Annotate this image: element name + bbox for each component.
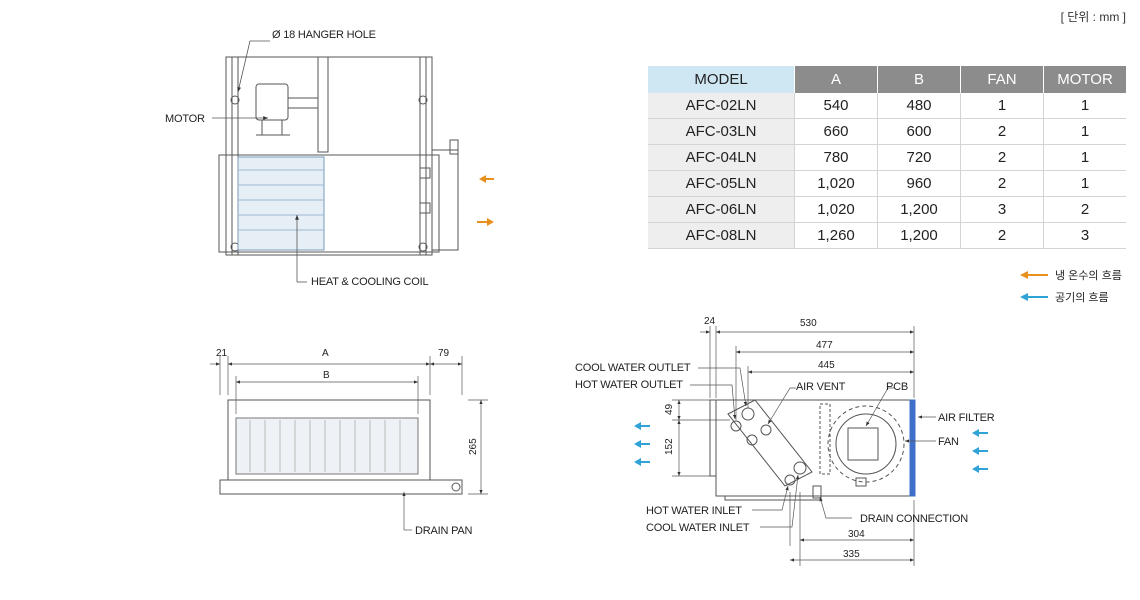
air-flow-arrows-left bbox=[634, 422, 650, 466]
table-row: AFC-06LN 1,020 1,200 3 2 bbox=[648, 196, 1126, 223]
cell-motor: 1 bbox=[1043, 118, 1126, 145]
dim-445: 445 bbox=[818, 360, 835, 371]
cell-fan: 2 bbox=[960, 118, 1044, 145]
dim-height: 265 bbox=[468, 438, 479, 455]
side-dimension-lines bbox=[672, 326, 936, 566]
dim-530: 530 bbox=[800, 318, 817, 329]
cell-fan: 2 bbox=[960, 144, 1044, 171]
cell-a: 1,260 bbox=[794, 222, 878, 249]
cell-model: AFC-04LN bbox=[648, 144, 795, 171]
drain-pan-icon bbox=[219, 479, 463, 495]
cell-b: 600 bbox=[877, 118, 961, 145]
cell-motor: 2 bbox=[1043, 196, 1126, 223]
header-model: MODEL bbox=[648, 66, 795, 93]
cell-b: 960 bbox=[877, 170, 961, 197]
cool-water-inlet-label: COOL WATER INLET bbox=[646, 522, 750, 534]
header-a: A bbox=[794, 66, 878, 93]
table-row: AFC-02LN 540 480 1 1 bbox=[648, 93, 1126, 119]
legend-water-label: 냉 온수의 흐름 bbox=[1055, 269, 1122, 282]
cell-b: 480 bbox=[877, 93, 961, 119]
motor-label: MOTOR bbox=[165, 113, 205, 125]
cell-model: AFC-08LN bbox=[648, 222, 795, 249]
cell-fan: 2 bbox=[960, 222, 1044, 249]
front-view bbox=[219, 399, 463, 495]
side-view-casing bbox=[715, 399, 915, 497]
cool-water-inlet-icon bbox=[793, 461, 807, 475]
table-row: AFC-04LN 780 720 2 1 bbox=[648, 144, 1126, 171]
fan-icon bbox=[827, 405, 905, 483]
hanger-hole-icon bbox=[230, 95, 240, 105]
coil-icon bbox=[237, 156, 325, 251]
dim-335: 335 bbox=[843, 549, 860, 560]
water-flow-arrows bbox=[477, 175, 494, 226]
cell-motor: 1 bbox=[1043, 144, 1126, 171]
table-row: AFC-08LN 1,260 1,200 2 3 bbox=[648, 222, 1126, 249]
cell-fan: 3 bbox=[960, 196, 1044, 223]
air-vent-label: AIR VENT bbox=[796, 381, 846, 393]
dim-right: 79 bbox=[438, 348, 450, 359]
spec-table: MODEL A B FAN MOTOR AFC-02LN 540 480 1 1… bbox=[648, 66, 1126, 249]
cell-a: 1,020 bbox=[794, 196, 878, 223]
front-coil-icon bbox=[235, 417, 419, 475]
hot-water-inlet-label: HOT WATER INLET bbox=[646, 505, 742, 517]
coil-slant-icon bbox=[727, 399, 813, 487]
cell-model: AFC-02LN bbox=[648, 93, 795, 119]
cell-a: 780 bbox=[794, 144, 878, 171]
dim-304: 304 bbox=[848, 529, 865, 540]
cell-a: 660 bbox=[794, 118, 878, 145]
cell-a: 540 bbox=[794, 93, 878, 119]
front-dimension-lines bbox=[210, 356, 488, 531]
legend: 냉 온수의 흐름 공기의 흐름 bbox=[1020, 269, 1122, 304]
cell-fan: 2 bbox=[960, 170, 1044, 197]
cell-fan: 1 bbox=[960, 93, 1044, 119]
cell-model: AFC-06LN bbox=[648, 196, 795, 223]
legend-air-label: 공기의 흐름 bbox=[1055, 291, 1109, 304]
cell-a: 1,020 bbox=[794, 170, 878, 197]
top-view bbox=[218, 56, 459, 256]
side-view bbox=[709, 399, 916, 501]
header-fan: FAN bbox=[960, 66, 1044, 93]
dim-left: 21 bbox=[216, 348, 228, 359]
header-motor: MOTOR bbox=[1043, 66, 1126, 93]
dim-477: 477 bbox=[816, 340, 833, 351]
table-row: AFC-03LN 660 600 2 1 bbox=[648, 118, 1126, 145]
cool-water-outlet-label: COOL WATER OUTLET bbox=[575, 362, 691, 374]
fan-label: FAN bbox=[938, 436, 959, 448]
hot-water-outlet-label: HOT WATER OUTLET bbox=[575, 379, 683, 391]
pcb-icon bbox=[847, 427, 879, 461]
cell-model: AFC-05LN bbox=[648, 170, 795, 197]
dim-b: B bbox=[323, 370, 330, 381]
dim-152: 152 bbox=[664, 438, 675, 455]
cell-b: 1,200 bbox=[877, 196, 961, 223]
hot-water-inlet-icon bbox=[784, 474, 796, 486]
unit-label: [ 단위 : mm ] bbox=[1060, 10, 1126, 24]
drain-connection-label: DRAIN CONNECTION bbox=[860, 513, 968, 525]
coil-label: HEAT & COOLING COIL bbox=[311, 276, 429, 288]
cell-b: 720 bbox=[877, 144, 961, 171]
table-row: AFC-05LN 1,020 960 2 1 bbox=[648, 170, 1126, 197]
cell-motor: 3 bbox=[1043, 222, 1126, 249]
cell-motor: 1 bbox=[1043, 93, 1126, 119]
dim-a: A bbox=[322, 348, 329, 359]
header-b: B bbox=[877, 66, 961, 93]
cell-b: 1,200 bbox=[877, 222, 961, 249]
dim-24: 24 bbox=[704, 316, 716, 327]
dim-49: 49 bbox=[664, 403, 675, 415]
spec-table-header: MODEL A B FAN MOTOR bbox=[648, 66, 1126, 93]
motor-icon bbox=[255, 83, 289, 121]
cool-water-outlet-icon bbox=[741, 407, 755, 421]
air-flow-arrows-right bbox=[972, 429, 988, 473]
air-filter-icon bbox=[909, 399, 916, 497]
hot-water-outlet-icon bbox=[730, 420, 742, 432]
cell-model: AFC-03LN bbox=[648, 118, 795, 145]
hanger-hole-label: Ø 18 HANGER HOLE bbox=[272, 29, 376, 41]
cell-motor: 1 bbox=[1043, 170, 1126, 197]
air-vent-icon bbox=[760, 424, 772, 436]
drain-pan-label: DRAIN PAN bbox=[415, 525, 473, 537]
drain-connection-icon bbox=[812, 485, 822, 499]
air-filter-label: AIR FILTER bbox=[938, 412, 995, 424]
pcb-label: PCB bbox=[886, 381, 908, 393]
